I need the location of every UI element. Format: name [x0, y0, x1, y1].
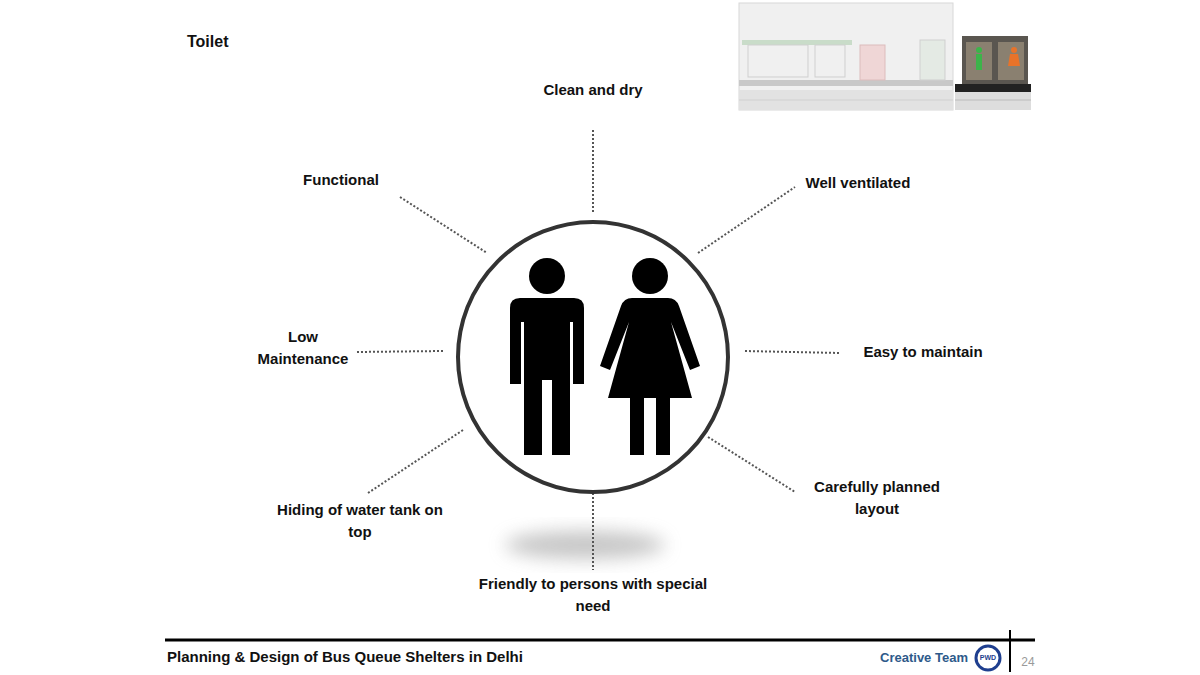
footer-title: Planning & Design of Bus Queue Shelters … [167, 646, 523, 668]
footer-rule [165, 639, 1035, 642]
woman-icon [600, 258, 700, 455]
toilet-circle [458, 222, 728, 492]
pwd-logo [976, 646, 1000, 670]
man-icon [510, 258, 584, 455]
circle-shadow [505, 531, 665, 559]
page-number: 24 [1021, 654, 1034, 671]
feature-label: Low Maintenance [243, 326, 363, 370]
feature-label: Well ventilated [803, 172, 913, 194]
thumbnail [739, 3, 1031, 110]
footer-tick [1009, 630, 1011, 672]
team-name: Creative Team [880, 649, 968, 668]
feature-label: Hiding of water tank on top [265, 499, 455, 543]
feature-label: Functional [303, 169, 379, 191]
logo-text: PWD [980, 653, 996, 663]
feature-label: Carefully planned layout [802, 476, 952, 520]
feature-label: Easy to maintain [863, 341, 982, 363]
slide-title: Toilet [187, 30, 228, 53]
feature-label: Friendly to persons with special need [478, 573, 708, 617]
feature-label: Clean and dry [543, 79, 642, 101]
